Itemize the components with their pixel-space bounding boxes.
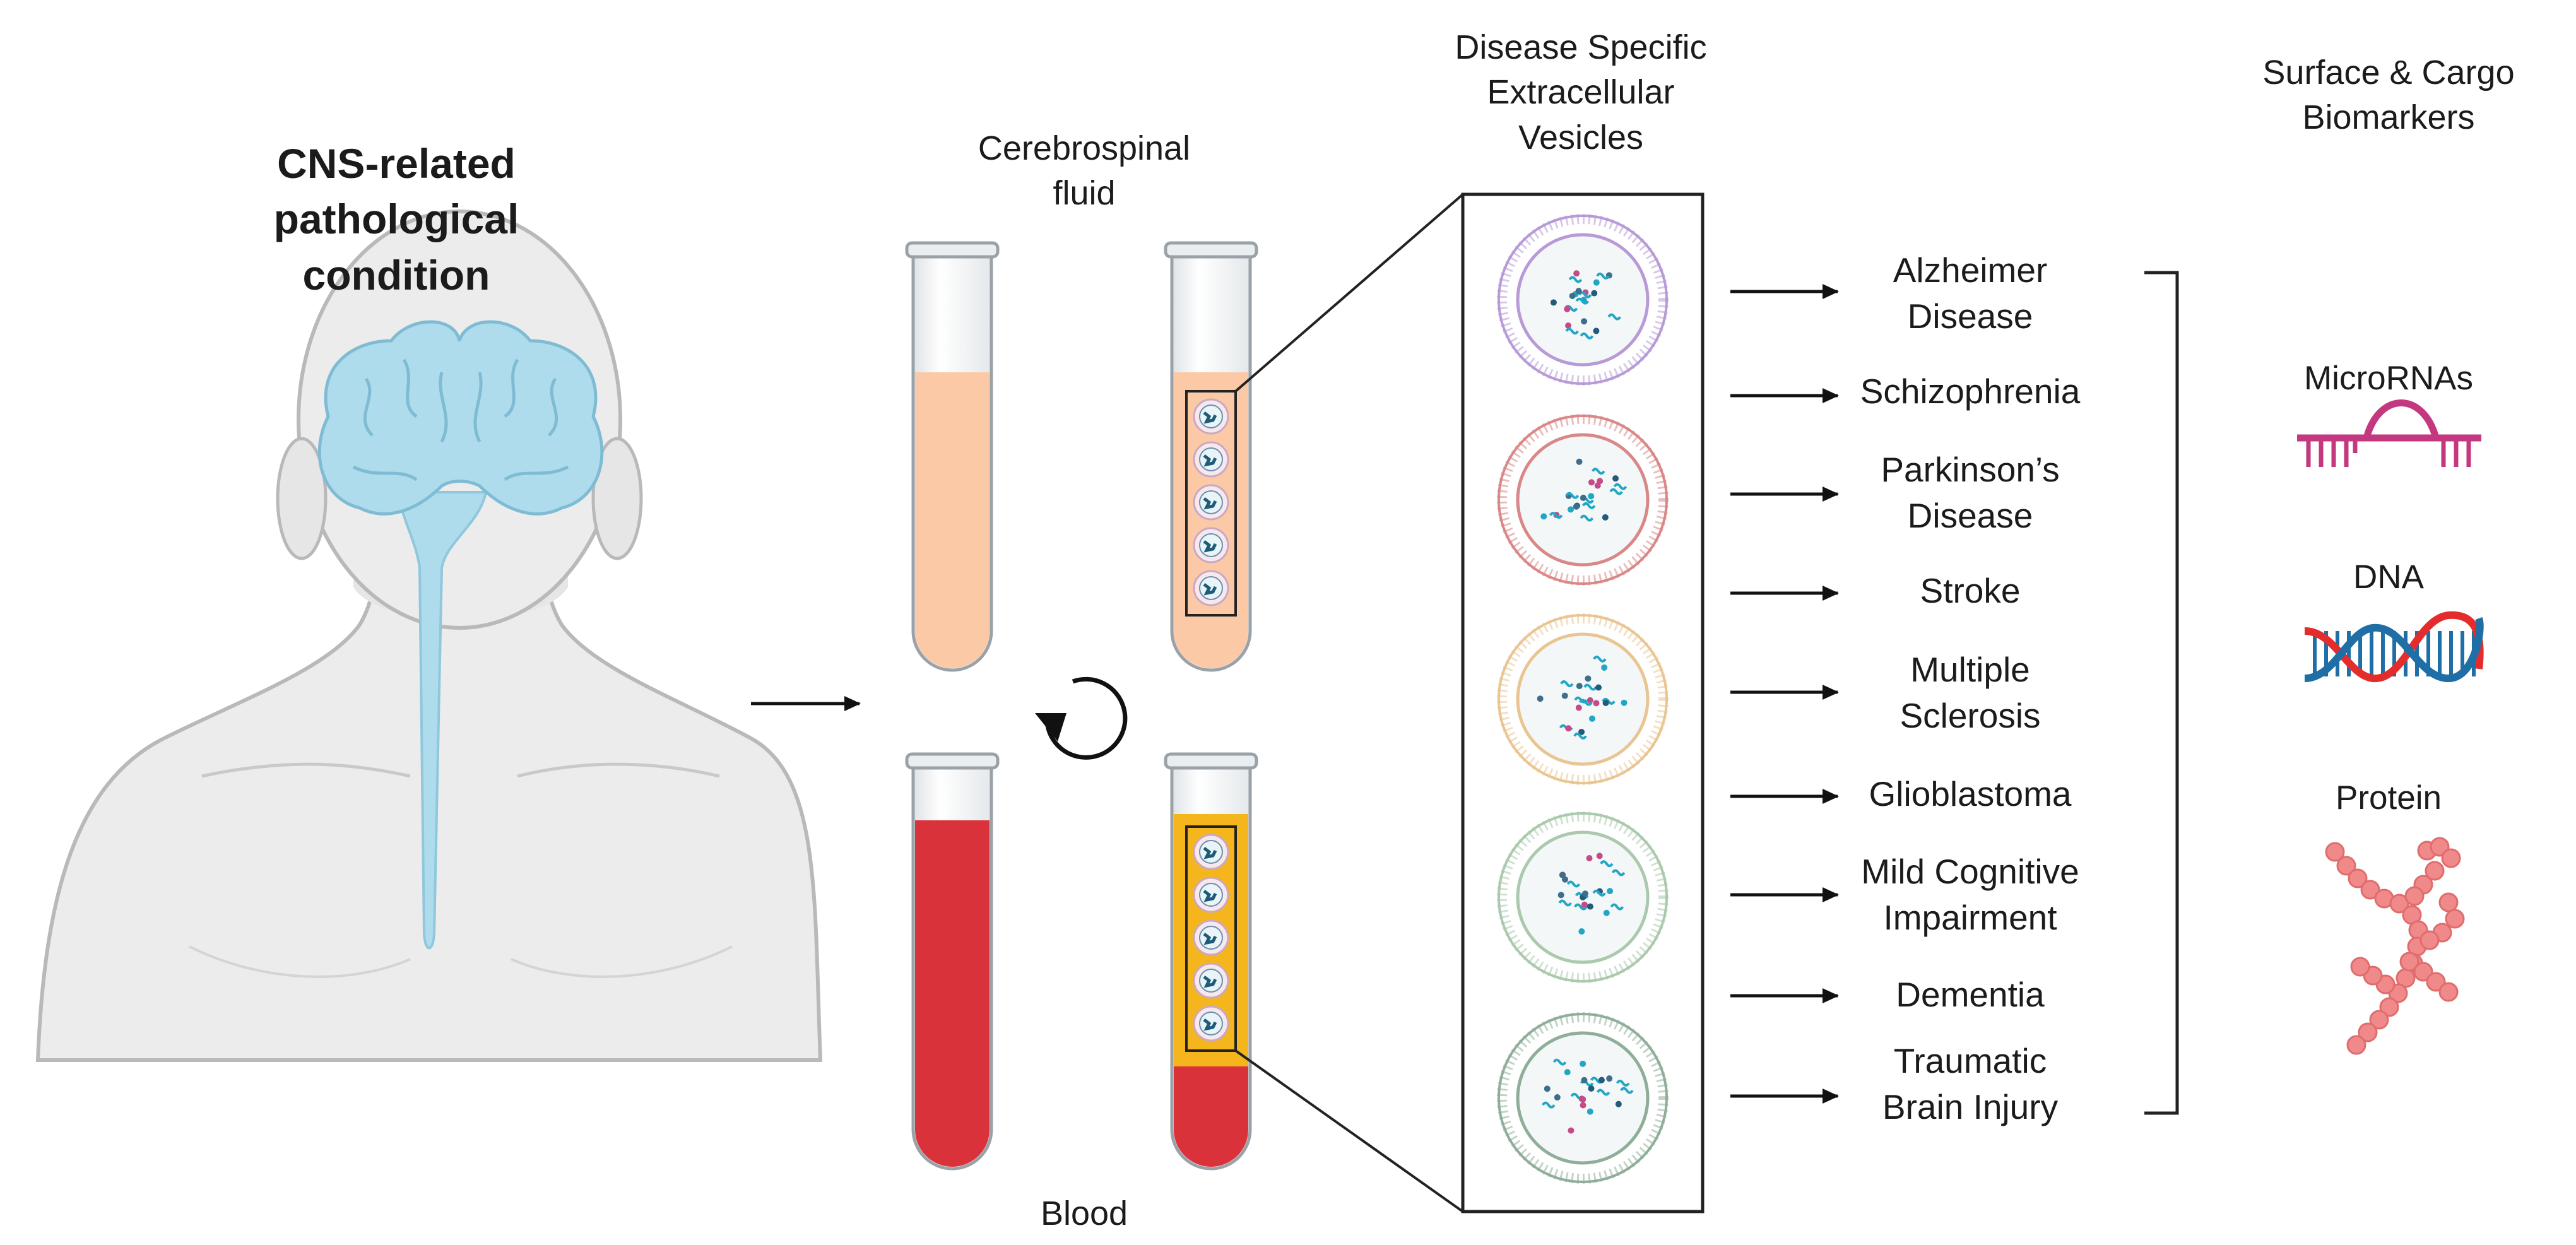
zoom-connector-top — [1234, 193, 1464, 392]
biomarkers-heading: Surface & Cargo Biomarkers — [2262, 54, 2515, 137]
biomarker-label-protein: Protein — [2336, 779, 2442, 817]
right-ear — [591, 437, 643, 560]
tube-blood-plain — [905, 752, 1000, 1171]
extracellular-vesicle — [1497, 811, 1669, 983]
protein-chain-icon — [2325, 837, 2465, 1055]
tube-vesicle-dot — [1193, 527, 1229, 563]
brain-folds — [352, 358, 569, 481]
tube-blood-vesicles — [1164, 752, 1258, 1171]
disease-label-dementia: Dementia — [1896, 975, 2045, 1014]
brain-and-spinal-cord — [317, 320, 604, 950]
disease-label-glioblastoma: Glioblastoma — [1869, 774, 2072, 813]
extracellular-vesicle — [1497, 613, 1669, 785]
extracellular-vesicle — [1497, 1012, 1669, 1184]
csf-vesicle-box — [1185, 390, 1237, 617]
disease-label-stroke: Stroke — [1920, 571, 2021, 610]
microrna-icon — [2297, 399, 2481, 467]
biomarker-bracket — [2144, 271, 2179, 1115]
tube-vesicle-dot — [1193, 876, 1229, 913]
dna-double-helix-icon — [2304, 611, 2484, 683]
tube-vesicle-dot — [1193, 570, 1229, 606]
brain-shape — [317, 320, 604, 516]
extracellular-vesicle — [1497, 214, 1669, 386]
extracellular-vesicle — [1497, 414, 1669, 586]
tube-csf-plain — [905, 241, 1000, 672]
csf-liquid — [915, 372, 990, 668]
tube-vesicle-dot — [1193, 919, 1229, 956]
disease-label-schizophrenia: Schizophrenia — [1860, 372, 2081, 411]
condition-title: CNS-related pathological condition — [273, 140, 519, 298]
blood-liquid — [915, 820, 990, 1167]
tube-vesicle-dot — [1193, 834, 1229, 870]
vesicles-heading: Disease Specific Extracellular Vesicles — [1455, 28, 1707, 156]
zoom-connector-bottom — [1234, 1049, 1464, 1213]
tube-vesicle-dot — [1193, 962, 1229, 999]
csf-label: Cerebrospinal fluid — [978, 129, 1191, 213]
chest-line — [189, 945, 733, 978]
circular-arrow-icon — [1035, 676, 1128, 760]
collarbone-line — [201, 762, 720, 778]
tube-vesicle-dot — [1193, 398, 1229, 435]
biomarker-label-dna: DNA — [2353, 558, 2424, 596]
tube-csf-vesicles — [1164, 241, 1258, 672]
biomarker-label-microrna: MicroRNAs — [2304, 360, 2473, 397]
tube-vesicle-dot — [1193, 441, 1229, 478]
blood-label: Blood — [1040, 1195, 1128, 1232]
blood-liquid-2 — [1174, 1066, 1248, 1167]
left-ear — [276, 437, 328, 560]
tube-vesicle-dot — [1193, 1005, 1229, 1042]
tube-vesicle-dot — [1193, 484, 1229, 521]
blood-vesicle-box — [1185, 825, 1237, 1052]
spinal-cord — [396, 491, 488, 950]
